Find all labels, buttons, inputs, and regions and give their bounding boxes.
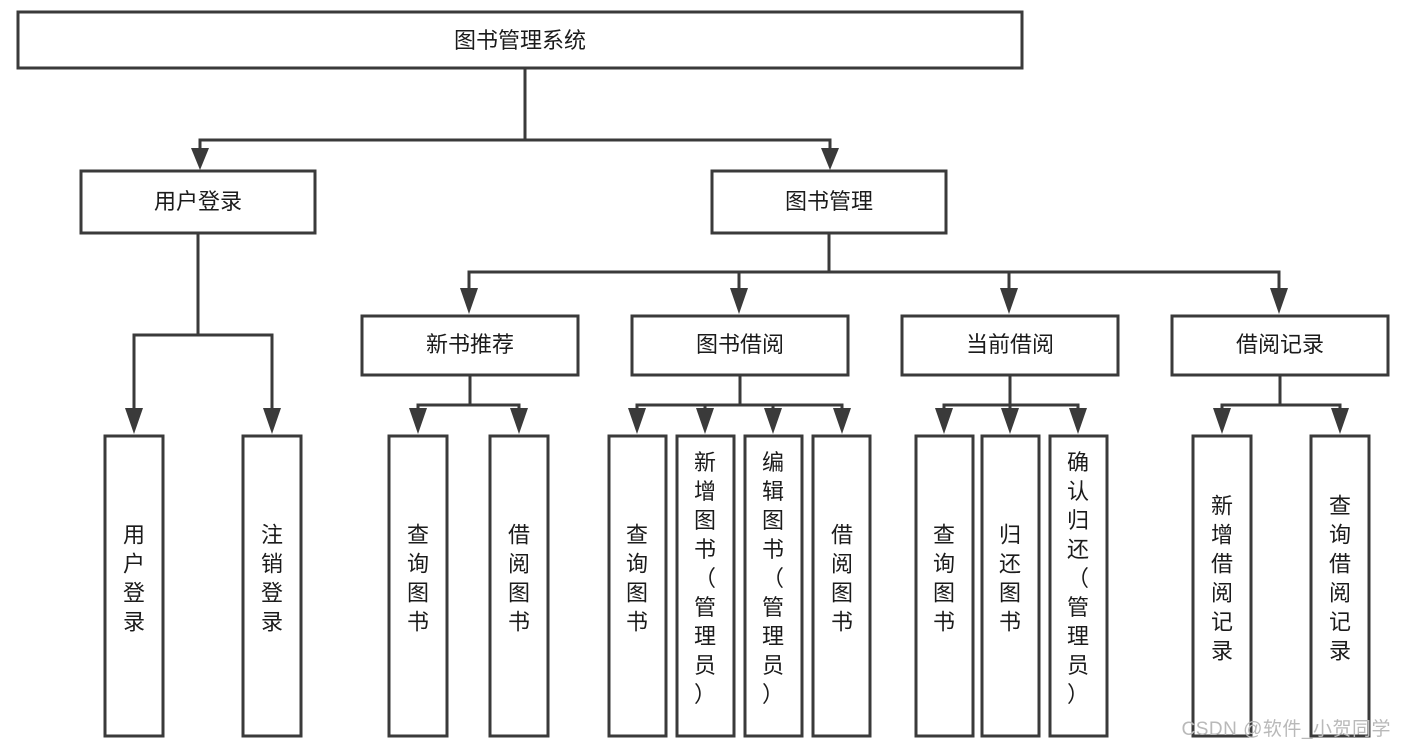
leaf-box[interactable] [1309, 434, 1371, 738]
leaf-label: 借阅图书 [831, 523, 853, 635]
leaf-book-borrow-1[interactable]: 查询图书 [607, 434, 668, 738]
node-current-borrow[interactable]: 当前借阅 [900, 314, 1120, 377]
leaf-box[interactable] [488, 434, 550, 738]
leaf-label: 新增图书（管理员） [694, 450, 716, 707]
leaf-box[interactable] [387, 434, 449, 738]
node-book-management-label: 图书管理 [785, 189, 873, 214]
leaf-user-login-2[interactable]: 注销登录 [241, 434, 303, 738]
node-current-borrow-box[interactable] [900, 314, 1120, 377]
node-root-book-management-system[interactable]: 图书管理系统 [16, 10, 1024, 70]
leaf-book-borrow-4[interactable]: 借阅图书 [811, 434, 872, 738]
leaf-label: 查询图书 [626, 523, 648, 635]
leaf-label: 新增借阅记录 [1211, 494, 1233, 664]
leaf-label: 编辑图书（管理员） [762, 450, 784, 707]
leaf-box[interactable] [241, 434, 303, 738]
csdn-watermark: CSDN @软件_小贺同学 [1181, 719, 1391, 740]
leaf-borrow-record-2[interactable]: 查询借阅记录 [1309, 434, 1371, 738]
arrow-head-login-leaf-2 [263, 408, 281, 434]
arrow-head-record-leaf-2 [1331, 408, 1349, 434]
node-book-management-box[interactable] [710, 169, 948, 235]
arrow-head-current-leaf-1 [935, 408, 953, 434]
arrow-head-to-user-login [191, 148, 209, 170]
leaf-label: 查询图书 [933, 523, 955, 635]
leaf-box[interactable] [980, 434, 1041, 738]
arrow-head-borrow-leaf-1 [628, 408, 646, 434]
arrow-head-to-current-borrow [1000, 288, 1018, 314]
arrow-head-borrow-leaf-4 [833, 408, 851, 434]
node-book-borrow-label: 图书借阅 [696, 332, 784, 357]
node-new-book-recommend[interactable]: 新书推荐 [360, 314, 580, 377]
node-book-borrow[interactable]: 图书借阅 [630, 314, 850, 377]
leaf-label: 查询图书 [407, 523, 429, 635]
leaf-borrow-record-1[interactable]: 新增借阅记录 [1191, 434, 1253, 738]
arrow-head-to-book-borrow [730, 288, 748, 314]
leaf-user-login-1[interactable]: 用户登录 [103, 434, 165, 738]
leaf-box[interactable] [1048, 434, 1109, 738]
arrow-head-newbook-leaf-1 [409, 408, 427, 434]
node-new-book-recommend-box[interactable] [360, 314, 580, 377]
arrow-head-to-new-book [460, 288, 478, 314]
arrow-head-borrow-leaf-3 [764, 408, 782, 434]
node-user-login-label: 用户登录 [154, 189, 242, 214]
arrow-head-newbook-leaf-2 [510, 408, 528, 434]
node-borrow-record-box[interactable] [1170, 314, 1390, 377]
arrow-head-borrow-leaf-2 [696, 408, 714, 434]
leaf-book-borrow-3[interactable]: 编辑图书（管理员） [743, 434, 804, 738]
leaf-current-borrow-1[interactable]: 查询图书 [914, 434, 975, 738]
node-user-login[interactable]: 用户登录 [79, 169, 317, 235]
node-new-book-recommend-label: 新书推荐 [426, 332, 514, 357]
leaf-new-book-2[interactable]: 借阅图书 [488, 434, 550, 738]
node-borrow-record[interactable]: 借阅记录 [1170, 314, 1390, 377]
leaf-current-borrow-2[interactable]: 归还图书 [980, 434, 1041, 738]
leaf-label: 注销登录 [261, 523, 283, 635]
leaf-label: 借阅图书 [508, 523, 530, 635]
leaf-box[interactable] [607, 434, 668, 738]
leaf-box[interactable] [743, 434, 804, 738]
arrow-head-record-leaf-1 [1213, 408, 1231, 434]
arrow-head-current-leaf-2 [1001, 408, 1019, 434]
arrow-head-to-book-management [821, 148, 839, 170]
node-book-management[interactable]: 图书管理 [710, 169, 948, 235]
leaf-new-book-1[interactable]: 查询图书 [387, 434, 449, 738]
leaf-label: 用户登录 [123, 523, 145, 635]
leaf-box[interactable] [811, 434, 872, 738]
node-user-login-box[interactable] [79, 169, 317, 235]
node-book-borrow-box[interactable] [630, 314, 850, 377]
leaf-label: 查询借阅记录 [1329, 494, 1351, 664]
node-borrow-record-label: 借阅记录 [1236, 332, 1324, 357]
leaf-box[interactable] [103, 434, 165, 738]
node-root-box[interactable] [16, 10, 1024, 70]
edges-group [125, 66, 1349, 434]
leaf-box[interactable] [914, 434, 975, 738]
leaf-box[interactable] [675, 434, 736, 738]
leaf-label: 确认归还（管理员） [1067, 450, 1089, 707]
arrow-head-login-leaf-1 [125, 408, 143, 434]
node-root-label: 图书管理系统 [454, 28, 586, 53]
leaf-book-borrow-2[interactable]: 新增图书（管理员） [675, 434, 736, 738]
node-current-borrow-label: 当前借阅 [966, 332, 1054, 357]
leaf-box[interactable] [1191, 434, 1253, 738]
arrow-head-current-leaf-3 [1069, 408, 1087, 434]
leaf-label: 归还图书 [999, 523, 1021, 635]
leaf-current-borrow-3[interactable]: 确认归还（管理员） [1048, 434, 1109, 738]
arrow-head-to-borrow-record [1270, 288, 1288, 314]
